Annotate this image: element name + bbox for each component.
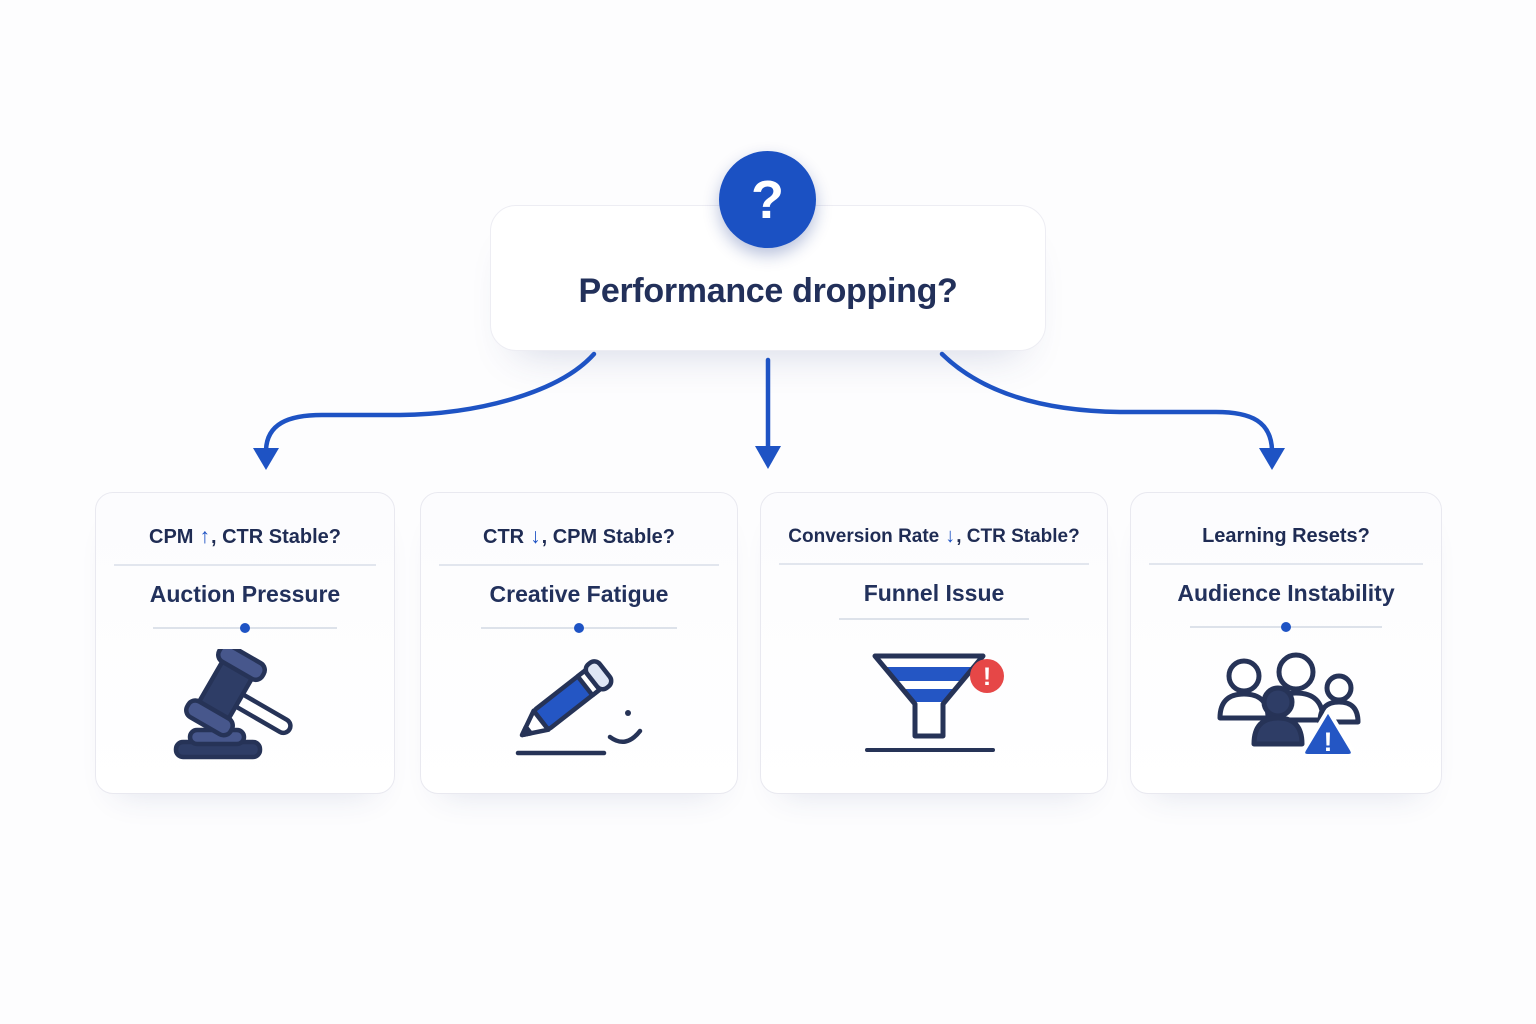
divider: [439, 564, 719, 566]
condition-prefix: Conversion Rate: [788, 526, 940, 547]
pencil-icon: [504, 629, 654, 794]
trend-down-arrow-icon: ↓: [530, 525, 541, 548]
condition-prefix: CPM: [149, 526, 194, 548]
dot: [1281, 621, 1291, 632]
trend-up-arrow-icon: ↑: [199, 525, 210, 548]
card-audience-instability: Learning Resets? Audience Instability: [1130, 492, 1442, 794]
card-funnel-issue: Conversion Rate↓, CTR Stable? Funnel Iss…: [760, 492, 1108, 794]
dot-divider: [1189, 621, 1383, 632]
warning-triangle: !: [1301, 708, 1355, 759]
cause-title: Creative Fatigue: [489, 580, 669, 607]
condition-prefix: Learning Resets?: [1202, 525, 1370, 547]
card-creative-fatigue: CTR↓, CPM Stable? Creative Fatigue: [420, 492, 738, 794]
question-mark-glyph: ?: [751, 169, 784, 230]
dot-divider: [152, 622, 338, 633]
alert-badge: !: [970, 659, 1004, 694]
condition-suffix: , CTR Stable?: [956, 526, 1080, 547]
condition-prefix: CTR: [483, 526, 525, 548]
underline-divider: [838, 617, 1030, 620]
arrowhead-middle: [755, 446, 781, 469]
cause-title: Funnel Issue: [863, 579, 1005, 606]
trend-down-arrow-icon: ↓: [945, 525, 956, 547]
arrow-left: [263, 351, 597, 453]
condition-suffix: , CPM Stable?: [541, 526, 675, 548]
svg-text:!: !: [983, 663, 991, 691]
dot-divider: [481, 622, 677, 633]
arrow-right: [939, 351, 1275, 453]
condition-text: Conversion Rate↓, CTR Stable?: [788, 525, 1079, 548]
divider: [1149, 563, 1423, 565]
arrowhead-left: [253, 448, 279, 470]
funnel-alert-icon: !: [859, 620, 1009, 794]
dot: [240, 622, 250, 633]
svg-text:!: !: [1324, 727, 1333, 757]
divider: [114, 564, 376, 566]
cause-title: Auction Pressure: [149, 580, 341, 607]
condition-text: CPM↑, CTR Stable?: [149, 525, 341, 549]
root-question-title: Performance dropping?: [578, 271, 958, 310]
arrowhead-right: [1259, 448, 1285, 470]
condition-text: CTR↓, CPM Stable?: [483, 525, 675, 549]
card-auction-pressure: CPM↑, CTR Stable? Auction Pressure: [95, 492, 395, 794]
question-mark-icon: ?: [719, 151, 816, 248]
dot: [574, 622, 584, 633]
gavel-icon: [170, 629, 320, 794]
audience-warning-icon: !: [1206, 628, 1366, 794]
condition-text: Learning Resets?: [1202, 525, 1370, 548]
divider: [779, 563, 1089, 565]
cause-title: Audience Instability: [1177, 579, 1395, 606]
condition-suffix: , CTR Stable?: [210, 526, 341, 548]
